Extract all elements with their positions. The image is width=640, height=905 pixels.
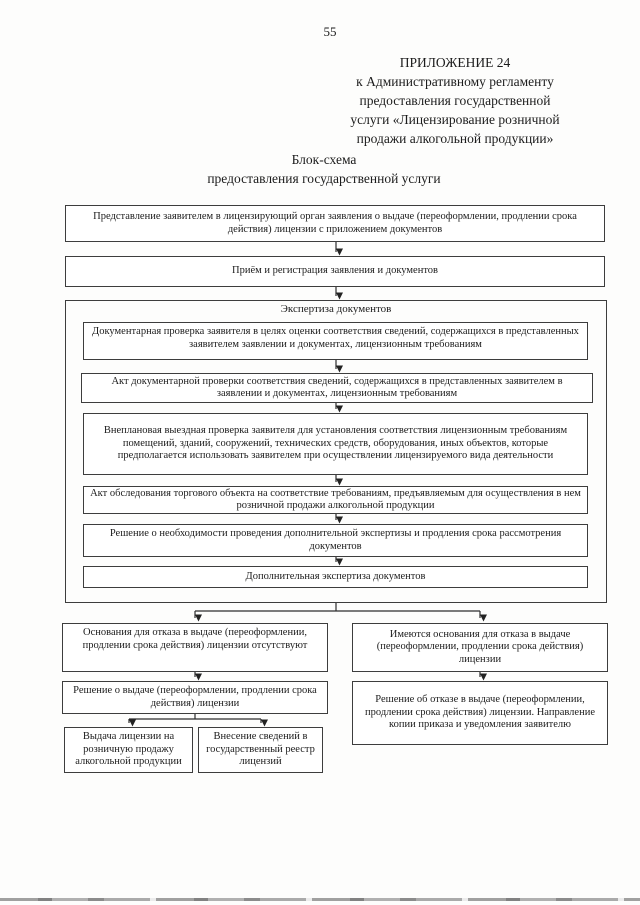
flow-box-additional-decision: Решение о необходимости проведения допол… — [83, 524, 588, 557]
flow-box-documentary-check: Документарная проверка заявителя в целях… — [83, 322, 588, 360]
scan-artifact-line — [0, 898, 640, 901]
flowchart-title-line: Блок-схема — [291, 152, 357, 167]
appendix-line: услуги «Лицензирование розничной — [350, 112, 560, 127]
flow-box-expertise-group — [65, 300, 607, 603]
flow-box-submission: Представление заявителем в лицензирующий… — [65, 205, 605, 242]
expertise-group-title: Экспертиза документов — [280, 303, 392, 315]
appendix-heading: ПРИЛОЖЕНИЕ 24 к Административному реглам… — [305, 53, 605, 148]
flow-box-no-refusal-grounds: Основания для отказа в выдаче (переоформ… — [62, 623, 328, 672]
page-number: 55 — [323, 24, 337, 39]
flow-box-license-issue: Выдача лицензии на розничную продажу алк… — [64, 727, 193, 773]
flow-box-refusal-grounds-exist: Имеются основания для отказа в выдаче (п… — [352, 623, 608, 672]
appendix-line: продажи алкогольной продукции» — [356, 131, 554, 146]
flow-box-onsite-check: Внеплановая выездная проверка заявителя … — [83, 413, 588, 475]
flow-box-survey-act: Акт обследования торгового объекта на со… — [83, 486, 588, 514]
flow-box-reception: Приём и регистрация заявления и документ… — [65, 256, 605, 287]
appendix-line: ПРИЛОЖЕНИЕ 24 — [399, 55, 511, 70]
flow-box-registry-entry: Внесение сведений в государственный реес… — [198, 727, 323, 773]
flow-box-additional-expertise: Дополнительная экспертиза документов — [83, 566, 588, 588]
flowchart-title-line: предоставления государственной услуги — [207, 171, 441, 186]
appendix-line: к Административному регламенту — [356, 74, 554, 89]
flow-box-documentary-act: Акт документарной проверки соответствия … — [81, 373, 593, 403]
flow-box-issue-decision: Решение о выдаче (переоформлении, продле… — [62, 681, 328, 714]
flow-box-refusal-decision: Решение об отказе в выдаче (переоформлен… — [352, 681, 608, 745]
appendix-line: предоставления государственной — [359, 93, 551, 108]
flowchart-title: Блок-схема предоставления государственно… — [4, 150, 640, 188]
